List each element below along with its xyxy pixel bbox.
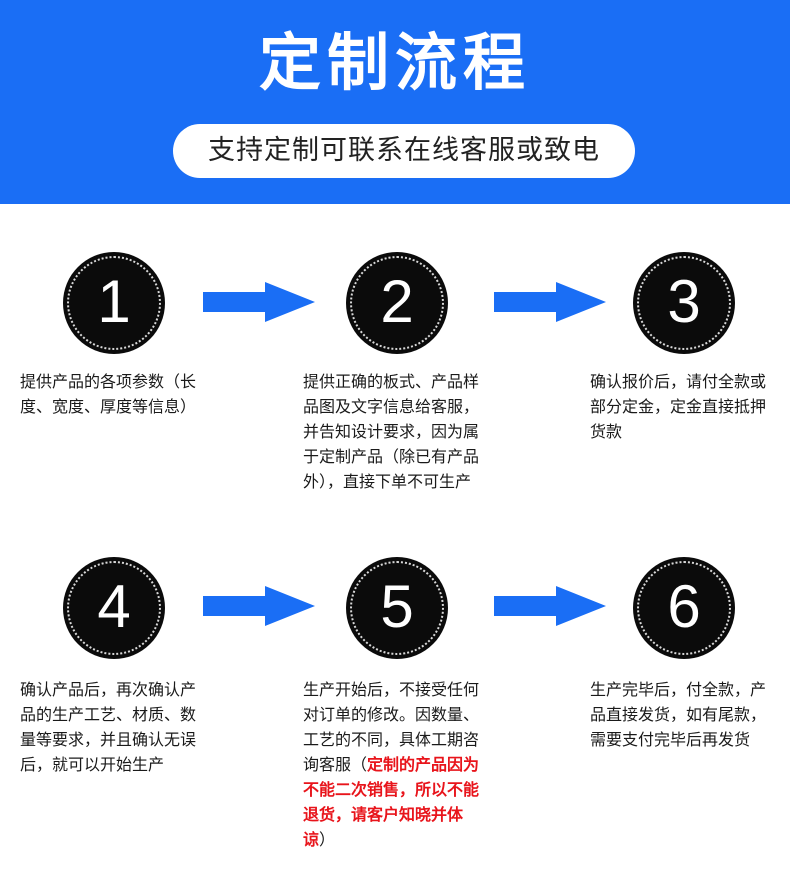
step-5-text-end: ） <box>319 830 336 849</box>
step-4-description: 确认产品后，再次确认产品的生产工艺、材质、数量等要求，并且确认无误后，就可以开始… <box>20 680 197 774</box>
subtitle-pill: 支持定制可联系在线客服或致电 <box>173 124 635 178</box>
step-5-number: 5 <box>380 573 414 640</box>
header-banner: 定制流程 支持定制可联系在线客服或致电 <box>0 0 790 204</box>
step-3-number: 3 <box>667 268 701 335</box>
step-2-description: 提供正确的板式、产品样品图及文字信息给客服，并告知设计要求，因为属于定制产品（除… <box>303 372 480 491</box>
step-1-description: 提供产品的各项参数（长度、宽度、厚度等信息） <box>20 372 197 416</box>
step-5-highlight: 定制的产品因为不能二次销售，所以不能退货，请客户知晓并体谅 <box>303 755 480 849</box>
arrow-right-icon <box>494 586 606 626</box>
arrow-right-icon <box>203 282 315 322</box>
page-title: 定制流程 <box>258 26 531 99</box>
step-4-number: 4 <box>97 573 131 640</box>
step-6-badge: 6 <box>633 557 735 659</box>
step-3-badge: 3 <box>633 252 735 354</box>
step-4-badge: 4 <box>63 557 165 659</box>
step-2-number: 2 <box>380 268 414 335</box>
step-1-badge: 1 <box>63 252 165 354</box>
arrow-right-icon <box>494 282 606 322</box>
step-6-number: 6 <box>667 573 701 640</box>
step-5-description: 生产开始后，不接受任何对订单的修改。因数量、工艺的不同，具体工期咨询客服（定制的… <box>303 677 488 852</box>
step-6-description: 生产完毕后，付全款，产品直接发货，如有尾款，需要支付完毕后再发货 <box>590 680 767 749</box>
step-5-badge: 5 <box>346 557 448 659</box>
step-2-badge: 2 <box>346 252 448 354</box>
step-3-description: 确认报价后，请付全款或部分定金，定金直接抵押货款 <box>590 372 767 441</box>
step-1-number: 1 <box>97 268 131 335</box>
step-5-text: 生产开始后，不接受任何对订单的修改。因数量、工艺的不同，具体工期咨询客服（ <box>303 680 480 774</box>
arrow-right-icon <box>203 586 315 626</box>
